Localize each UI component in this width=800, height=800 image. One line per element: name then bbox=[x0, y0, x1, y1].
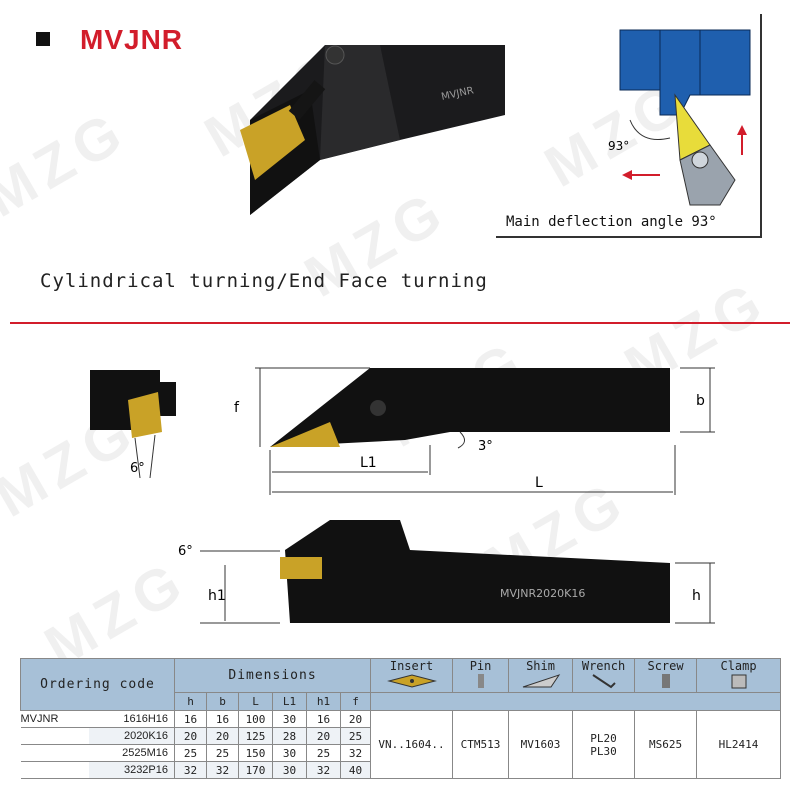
col-h: h bbox=[174, 692, 207, 711]
cell-l1: 28 bbox=[272, 727, 307, 745]
clamp-header: Clamp bbox=[696, 658, 782, 693]
application-caption: Cylindrical turning/End Face turning bbox=[40, 270, 488, 292]
pin-header: Pin bbox=[452, 658, 510, 693]
section-divider bbox=[10, 322, 790, 324]
top-view-drawing: f b L1 L 3° bbox=[234, 367, 715, 495]
cell-b: 25 bbox=[206, 744, 239, 762]
cell-f: 20 bbox=[339, 710, 372, 728]
col-f: f bbox=[339, 692, 372, 711]
workpiece bbox=[619, 29, 751, 116]
insert-header: Insert bbox=[370, 658, 454, 693]
screw-header: Screw bbox=[634, 658, 698, 693]
arrow-left-icon bbox=[622, 170, 632, 180]
angle-6b-label: 6° bbox=[178, 544, 193, 559]
pin-value: CTM513 bbox=[452, 710, 510, 779]
cell-b: 16 bbox=[206, 710, 239, 728]
dim-f-label: f bbox=[234, 400, 240, 416]
arrow-up-icon bbox=[737, 125, 747, 135]
ordering-code: 2020K16 bbox=[88, 727, 175, 745]
wrench-header: Wrench bbox=[572, 658, 636, 693]
dim-l1-label: L1 bbox=[360, 455, 377, 471]
dim-h1-label: h1 bbox=[208, 588, 226, 604]
cell-l1: 30 bbox=[272, 744, 307, 762]
ordering-code-header: Ordering code bbox=[20, 658, 175, 711]
table-row: 3232P16 32 32 170 30 32 40 bbox=[20, 761, 781, 779]
watermark: MZG bbox=[0, 97, 139, 230]
cell-l: 170 bbox=[238, 761, 273, 779]
col-b: b bbox=[206, 692, 239, 711]
deflection-frame bbox=[496, 14, 762, 238]
cell-l: 125 bbox=[238, 727, 273, 745]
cell-h1: 20 bbox=[306, 727, 341, 745]
shim-header: Shim bbox=[508, 658, 574, 693]
cell-h1: 16 bbox=[306, 710, 341, 728]
deflection-label: Main deflection angle 93° bbox=[506, 214, 717, 230]
shim-value: MV1603 bbox=[508, 710, 574, 779]
dim-h-label: h bbox=[692, 588, 701, 604]
ordering-code: 2525M16 bbox=[88, 744, 175, 762]
dimensions-header: Dimensions bbox=[173, 658, 372, 693]
end-view-drawing: 6° bbox=[90, 370, 176, 479]
clamp-value: HL2414 bbox=[696, 710, 782, 779]
ordering-code: 1616H16 bbox=[88, 710, 175, 728]
dim-l-label: L bbox=[535, 475, 543, 491]
angle-6-label: 6° bbox=[130, 461, 145, 476]
cell-h: 16 bbox=[174, 710, 207, 728]
cell-h: 20 bbox=[174, 727, 207, 745]
tool-marking: MVJNR2020K16 bbox=[500, 587, 585, 600]
tool-photo: MVJNR bbox=[240, 45, 505, 215]
cell-l: 100 bbox=[238, 710, 273, 728]
table-row: MVJNR 1616H16 16 16 100 30 16 20 VN..160… bbox=[20, 710, 782, 779]
angle-3-label: 3° bbox=[478, 439, 493, 454]
col-h1: h1 bbox=[306, 692, 341, 711]
deflection-diagram: 93° bbox=[608, 29, 751, 206]
cell-l1: 30 bbox=[272, 761, 307, 779]
cell-f: 32 bbox=[339, 744, 372, 762]
insert-value: VN..1604.. bbox=[370, 710, 454, 779]
dim-b-label: b bbox=[696, 393, 705, 409]
series-code: MVJNR bbox=[20, 710, 89, 728]
spec-table: Ordering code Dimensions Insert Pin Shim… bbox=[20, 658, 782, 779]
side-view-drawing: MVJNR2020K16 6° h1 h bbox=[178, 520, 715, 624]
cell-l1: 30 bbox=[272, 710, 307, 728]
cell-h: 25 bbox=[174, 744, 207, 762]
cell-h1: 25 bbox=[306, 744, 341, 762]
cell-l: 150 bbox=[238, 744, 273, 762]
cell-f: 40 bbox=[339, 761, 372, 779]
title-bullet bbox=[36, 32, 50, 46]
page-title: MVJNR bbox=[80, 24, 184, 55]
cell-h1: 32 bbox=[306, 761, 341, 779]
col-l1: L1 bbox=[272, 692, 307, 711]
cell-f: 25 bbox=[339, 727, 372, 745]
cell-b: 20 bbox=[206, 727, 239, 745]
ordering-code: 3232P16 bbox=[88, 761, 175, 779]
screw-value: MS625 bbox=[634, 710, 698, 779]
insert-image bbox=[240, 105, 305, 180]
cell-h: 32 bbox=[174, 761, 207, 779]
col-l: L bbox=[238, 692, 273, 711]
cell-b: 32 bbox=[206, 761, 239, 779]
deflection-angle: 93° bbox=[608, 139, 629, 153]
